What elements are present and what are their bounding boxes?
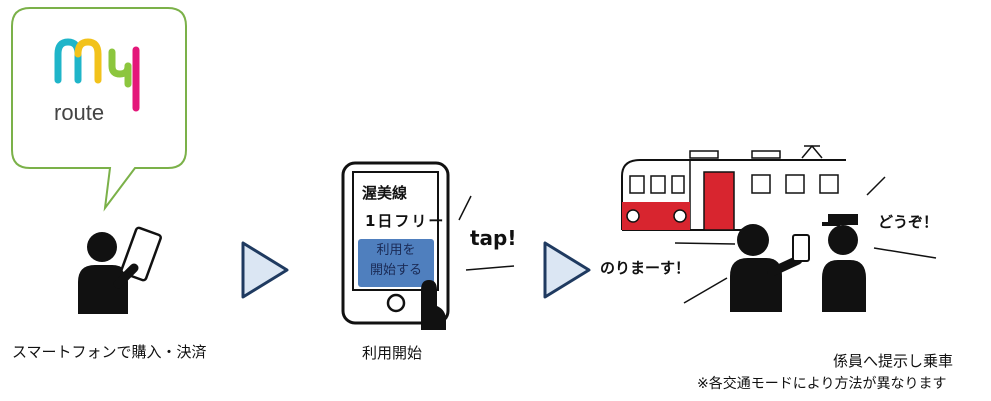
screen-title: 渥美線: [362, 184, 408, 202]
tap-motion-line: [458, 195, 472, 221]
logo-text: route: [54, 100, 105, 125]
passenger-icon: [730, 224, 810, 312]
staff-icon: [822, 214, 866, 312]
speech-line: [866, 176, 886, 196]
tap-motion-line: [465, 265, 515, 271]
arrow-right-icon: [543, 241, 591, 299]
step2-caption: 利用開始: [362, 344, 423, 362]
start-button-line1: 利用を: [376, 243, 416, 258]
screen-ticket: 1日フリー: [365, 212, 446, 230]
speech-line: [683, 277, 728, 304]
person-with-phone-icon: [78, 226, 162, 314]
step3-caption: 係員へ提示し乗車: [833, 352, 954, 370]
start-button-line2: 開始する: [369, 263, 422, 278]
train-icon: [621, 144, 846, 231]
tap-label: tap!: [470, 226, 517, 250]
speech-line: [873, 247, 937, 259]
speech-line: [674, 242, 736, 245]
passenger-speech: のりまーす！: [600, 259, 691, 277]
step3-note: ※各交通モードにより方法が異なります: [697, 376, 947, 392]
my-route-logo: [54, 38, 140, 112]
arrow-right-icon: [241, 241, 289, 299]
staff-speech: どうぞ！: [878, 213, 939, 231]
finger-icon: [421, 280, 446, 330]
start-button-shape: [358, 239, 434, 287]
start-use-button[interactable]: 利用を 開始する: [358, 241, 434, 281]
step1-caption: スマートフォンで購入・決済: [12, 343, 207, 361]
